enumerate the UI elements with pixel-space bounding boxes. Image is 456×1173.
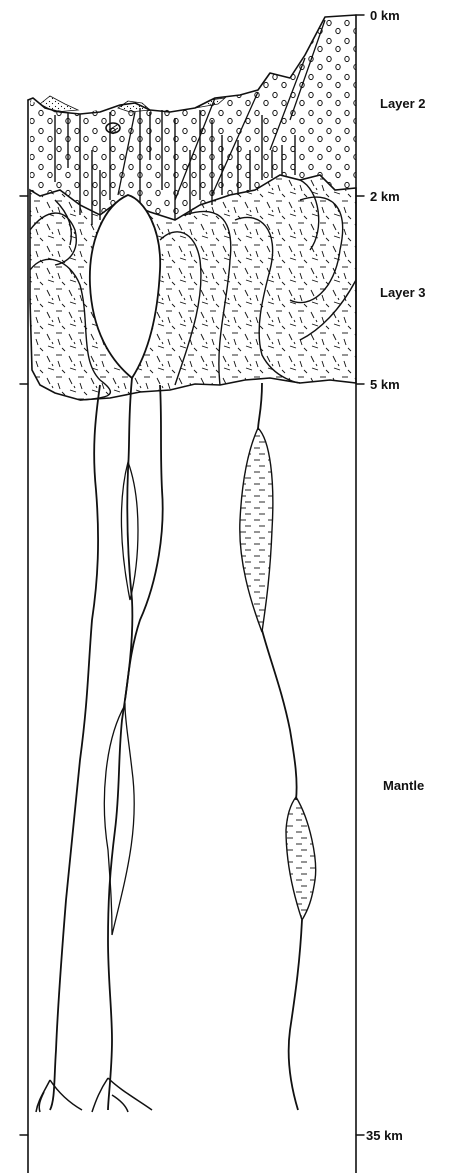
mantle-lens-upper <box>240 428 273 632</box>
mantle-lens-lower <box>286 797 316 920</box>
depth-label-35km: 35 km <box>366 1128 403 1143</box>
depth-label-0km: 0 km <box>370 8 400 23</box>
mantle-lenses <box>240 428 316 920</box>
mantle-label: Mantle <box>383 778 424 793</box>
depth-label-2km: 2 km <box>370 189 400 204</box>
layer-3-gabbro <box>30 175 356 400</box>
depth-label-5km: 5 km <box>370 377 400 392</box>
layer-2-label: Layer 2 <box>380 96 426 111</box>
layer-3-label: Layer 3 <box>380 285 426 300</box>
